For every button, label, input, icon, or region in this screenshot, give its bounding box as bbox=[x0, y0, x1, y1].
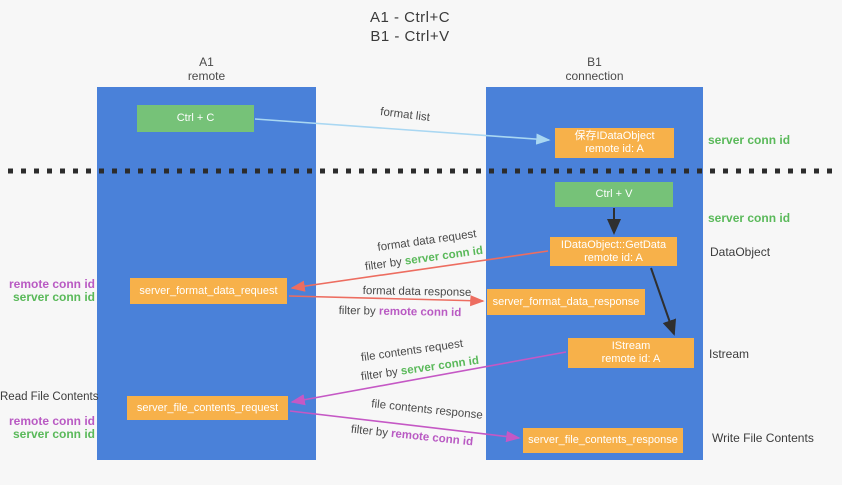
save-dataobject-node: 保存IDataObject remote id: A bbox=[555, 128, 674, 158]
server-conn-id-annotation-mid: server conn id bbox=[708, 211, 791, 225]
save-dataobject-line2: remote id: A bbox=[585, 143, 644, 155]
right-column-header: B1 connection bbox=[486, 55, 703, 83]
right-column-role: connection bbox=[565, 69, 624, 83]
ctrl-v-node: Ctrl + V bbox=[555, 182, 673, 207]
left-column-role: remote bbox=[187, 69, 226, 83]
right-column-name: B1 bbox=[587, 55, 602, 69]
istream-node: IStream remote id: A bbox=[568, 338, 694, 368]
diagram-title: A1 - Ctrl+C B1 - Ctrl+V bbox=[300, 8, 520, 46]
read-file-contents-annotation: Read File Contents bbox=[0, 391, 99, 403]
left-conn-id-group-1: remote conn id server conn id bbox=[0, 278, 95, 304]
dataobject-annotation: DataObject bbox=[710, 245, 771, 259]
filter-key-server-conn-id: server conn id bbox=[400, 354, 480, 378]
ctrl-c-label: Ctrl + C bbox=[176, 112, 215, 124]
write-file-contents-annotation: Write File Contents bbox=[712, 431, 814, 445]
server-format-data-response-node: server_format_data_response bbox=[487, 289, 645, 315]
remote-conn-id-annotation-2: remote conn id bbox=[8, 414, 95, 428]
istream-line2: remote id: A bbox=[601, 353, 661, 365]
server-file-contents-request-label: server_file_contents_request bbox=[136, 401, 279, 414]
filter-key-remote-conn-id: remote conn id bbox=[390, 427, 474, 449]
server-file-contents-request-node: server_file_contents_request bbox=[127, 396, 288, 420]
istream-annotation: Istream bbox=[709, 347, 750, 361]
server-format-data-request-node: server_format_data_request bbox=[130, 278, 287, 304]
getdata-node: IDataObject::GetData remote id: A bbox=[550, 237, 677, 266]
title-line-2: B1 - Ctrl+V bbox=[370, 28, 450, 45]
left-conn-id-group-2: remote conn id server conn id bbox=[0, 415, 95, 441]
server-format-data-request-label: server_format_data_request bbox=[139, 284, 278, 297]
istream-line1: IStream bbox=[611, 340, 651, 352]
format-data-response-label: format data response bbox=[362, 285, 472, 299]
filter-prefix: filter by bbox=[338, 304, 380, 318]
server-conn-id-annotation-1: server conn id bbox=[12, 290, 95, 304]
left-column-name: A1 bbox=[199, 55, 214, 69]
save-dataobject-line1: 保存IDataObject bbox=[574, 130, 655, 142]
file-contents-response-label: file contents response bbox=[370, 398, 484, 422]
filter-key-remote-conn-id: remote conn id bbox=[378, 305, 462, 320]
left-column-header: A1 remote bbox=[97, 55, 316, 83]
title-line-1: A1 - Ctrl+C bbox=[369, 9, 451, 26]
server-file-contents-response-label: server_file_contents_response bbox=[528, 434, 678, 446]
getdata-line1: IDataObject::GetData bbox=[560, 238, 667, 251]
ctrl-c-node: Ctrl + C bbox=[137, 105, 254, 132]
format-data-response-filter-label: filter by remote conn id bbox=[339, 305, 462, 319]
filter-prefix: filter by bbox=[360, 365, 402, 384]
filter-prefix: filter by bbox=[350, 423, 392, 440]
server-file-contents-response-node: server_file_contents_response bbox=[523, 428, 683, 453]
server-format-data-response-label: server_format_data_response bbox=[492, 295, 640, 308]
getdata-line2: remote id: A bbox=[584, 251, 643, 264]
ctrl-v-label: Ctrl + V bbox=[595, 188, 633, 200]
server-conn-id-annotation-top: server conn id bbox=[708, 133, 791, 147]
server-conn-id-annotation-2: server conn id bbox=[12, 427, 95, 441]
file-contents-response-filter-label: filter by remote conn id bbox=[350, 424, 473, 449]
remote-conn-id-annotation-1: remote conn id bbox=[8, 277, 95, 291]
format-list-label: format list bbox=[379, 106, 431, 124]
filter-prefix: filter by bbox=[364, 255, 406, 274]
